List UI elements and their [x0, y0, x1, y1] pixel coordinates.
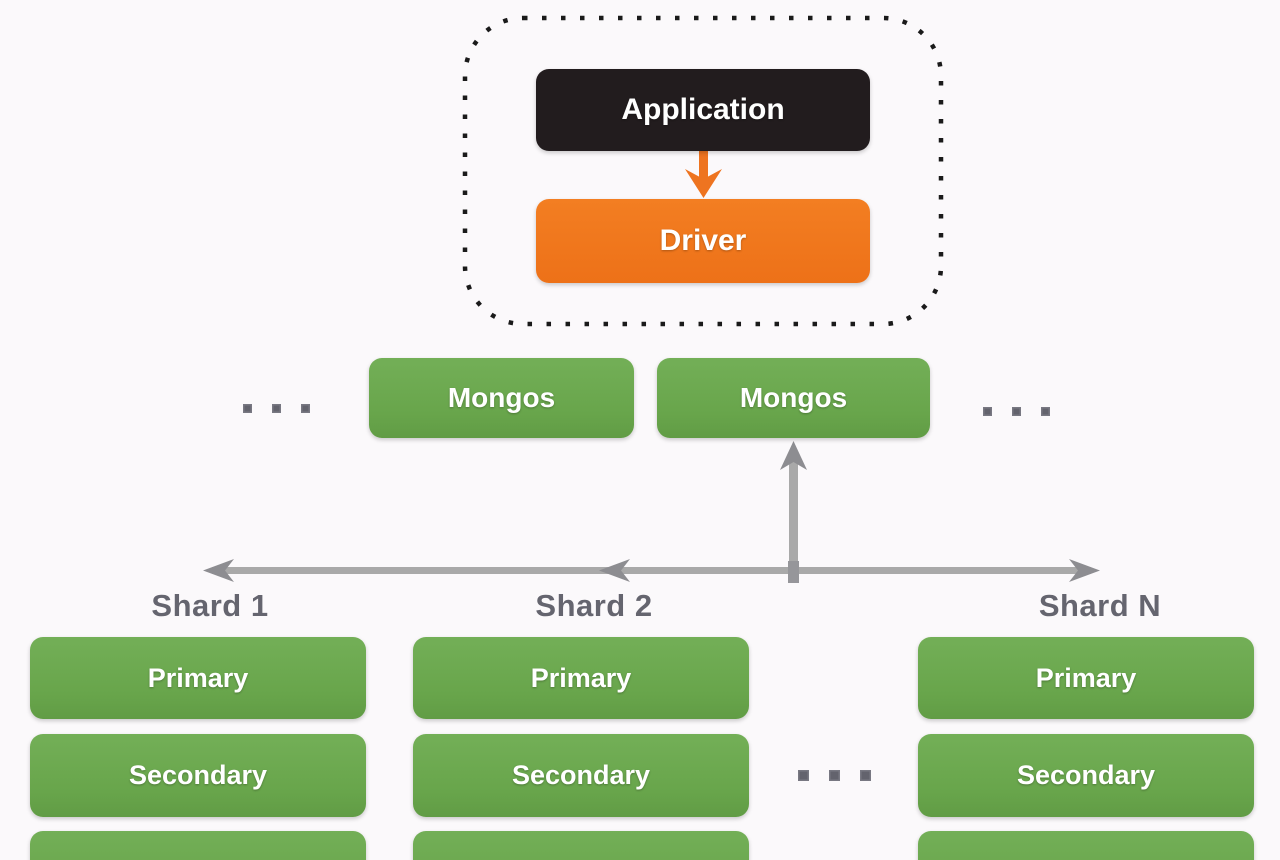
shard-n-label: Shard N [1038, 588, 1162, 623]
ellipsis-left-icon [243, 404, 310, 413]
shard-2-primary-label: Primary [530, 662, 632, 693]
mongos-box-left: Mongos [369, 358, 634, 438]
right-arrowhead [1069, 559, 1100, 582]
driver-label: Driver [659, 224, 747, 257]
ellipsis-between-shards-icon [798, 770, 871, 781]
shard-n-primary-label: Primary [1035, 662, 1137, 693]
application-box: Application [536, 69, 870, 151]
left-arrowhead [203, 559, 234, 582]
shard-2-label: Shard 2 [535, 588, 653, 623]
shard-distribution-line [203, 559, 1100, 582]
shard-1-primary-box: Primary [30, 637, 366, 719]
mongos-left-label: Mongos [447, 382, 556, 413]
mongos-right-label: Mongos [739, 382, 848, 413]
ellipsis-right-icon [983, 407, 1050, 416]
shard-n-secondary-label: Secondary [1016, 760, 1156, 790]
middle-arrowhead [599, 559, 630, 582]
shard-2-secondary-box: Secondary [413, 734, 749, 817]
shard-2-primary-box: Primary [413, 637, 749, 719]
shard-2-secondary-label: Secondary [511, 760, 651, 790]
line-to-mongos-arrow [780, 441, 807, 583]
application-label: Application [621, 93, 785, 126]
shard-1-secondary-box: Secondary [30, 734, 366, 817]
mongos-box-right: Mongos [657, 358, 930, 438]
shard-n-secondary-box: Secondary [918, 734, 1254, 817]
application-to-driver-arrow [685, 150, 722, 198]
driver-box: Driver [536, 199, 870, 283]
shard-2-cutoff-box [413, 831, 749, 860]
shard-1-cutoff-box [30, 831, 366, 860]
shard-n-cutoff-box [918, 831, 1254, 860]
shard-1-primary-label: Primary [147, 662, 249, 693]
shard-1-secondary-label: Secondary [128, 760, 268, 790]
shard-1-label: Shard 1 [151, 588, 269, 623]
shard-n-primary-box: Primary [918, 637, 1254, 719]
